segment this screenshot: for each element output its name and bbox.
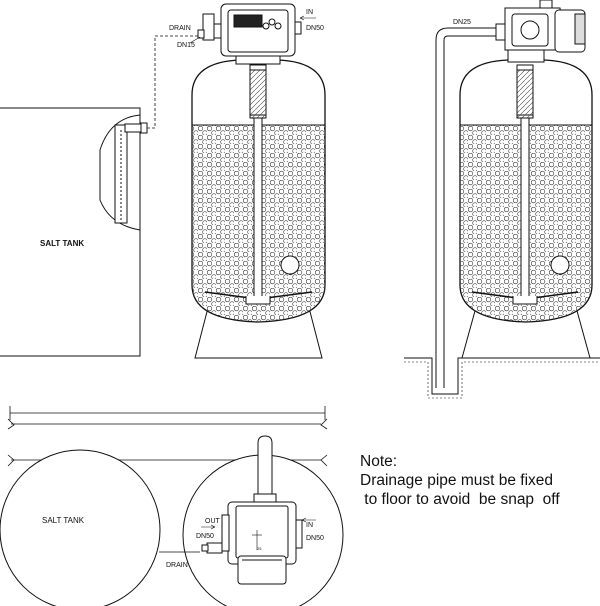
out-label: OUT xyxy=(205,518,221,525)
salt-tank-side-label: SALT TANK xyxy=(40,239,84,248)
note-line-2: to floor to avoid be snap off xyxy=(360,491,560,508)
dn25-label: DN25 xyxy=(453,19,471,26)
control-valve-2 xyxy=(495,0,586,63)
resin-tank-2 xyxy=(459,59,593,359)
dn50-label-left: DN50 xyxy=(196,533,214,540)
floor-pit xyxy=(404,357,600,399)
control-valve-top xyxy=(201,501,303,585)
in-label-bottom: IN xyxy=(306,522,313,529)
dn15-label: DN15 xyxy=(177,42,195,49)
drain-label-bottom: DRAIN xyxy=(166,562,188,569)
drain-label-top: DRAIN xyxy=(169,25,191,32)
note-box: Note: Drainage pipe must be fixed to flo… xyxy=(360,452,560,509)
svg-text:25: 25 xyxy=(257,546,262,551)
dn50-label-right: DN50 xyxy=(306,535,324,542)
resin-tank-1 xyxy=(191,59,326,359)
in-label-top: IN xyxy=(306,9,313,16)
salt-tank-top-label: SALT TANK xyxy=(42,516,85,525)
dn50-label-top: DN50 xyxy=(306,25,324,32)
salt-tank-top xyxy=(0,449,161,606)
control-valve-1 xyxy=(197,3,302,65)
brine-line xyxy=(147,35,198,129)
inlet-pipe-top xyxy=(253,435,277,503)
note-title: Note: xyxy=(360,453,398,470)
salt-tank-side xyxy=(0,107,148,357)
note-line-1: Drainage pipe must be fixed xyxy=(360,472,554,489)
